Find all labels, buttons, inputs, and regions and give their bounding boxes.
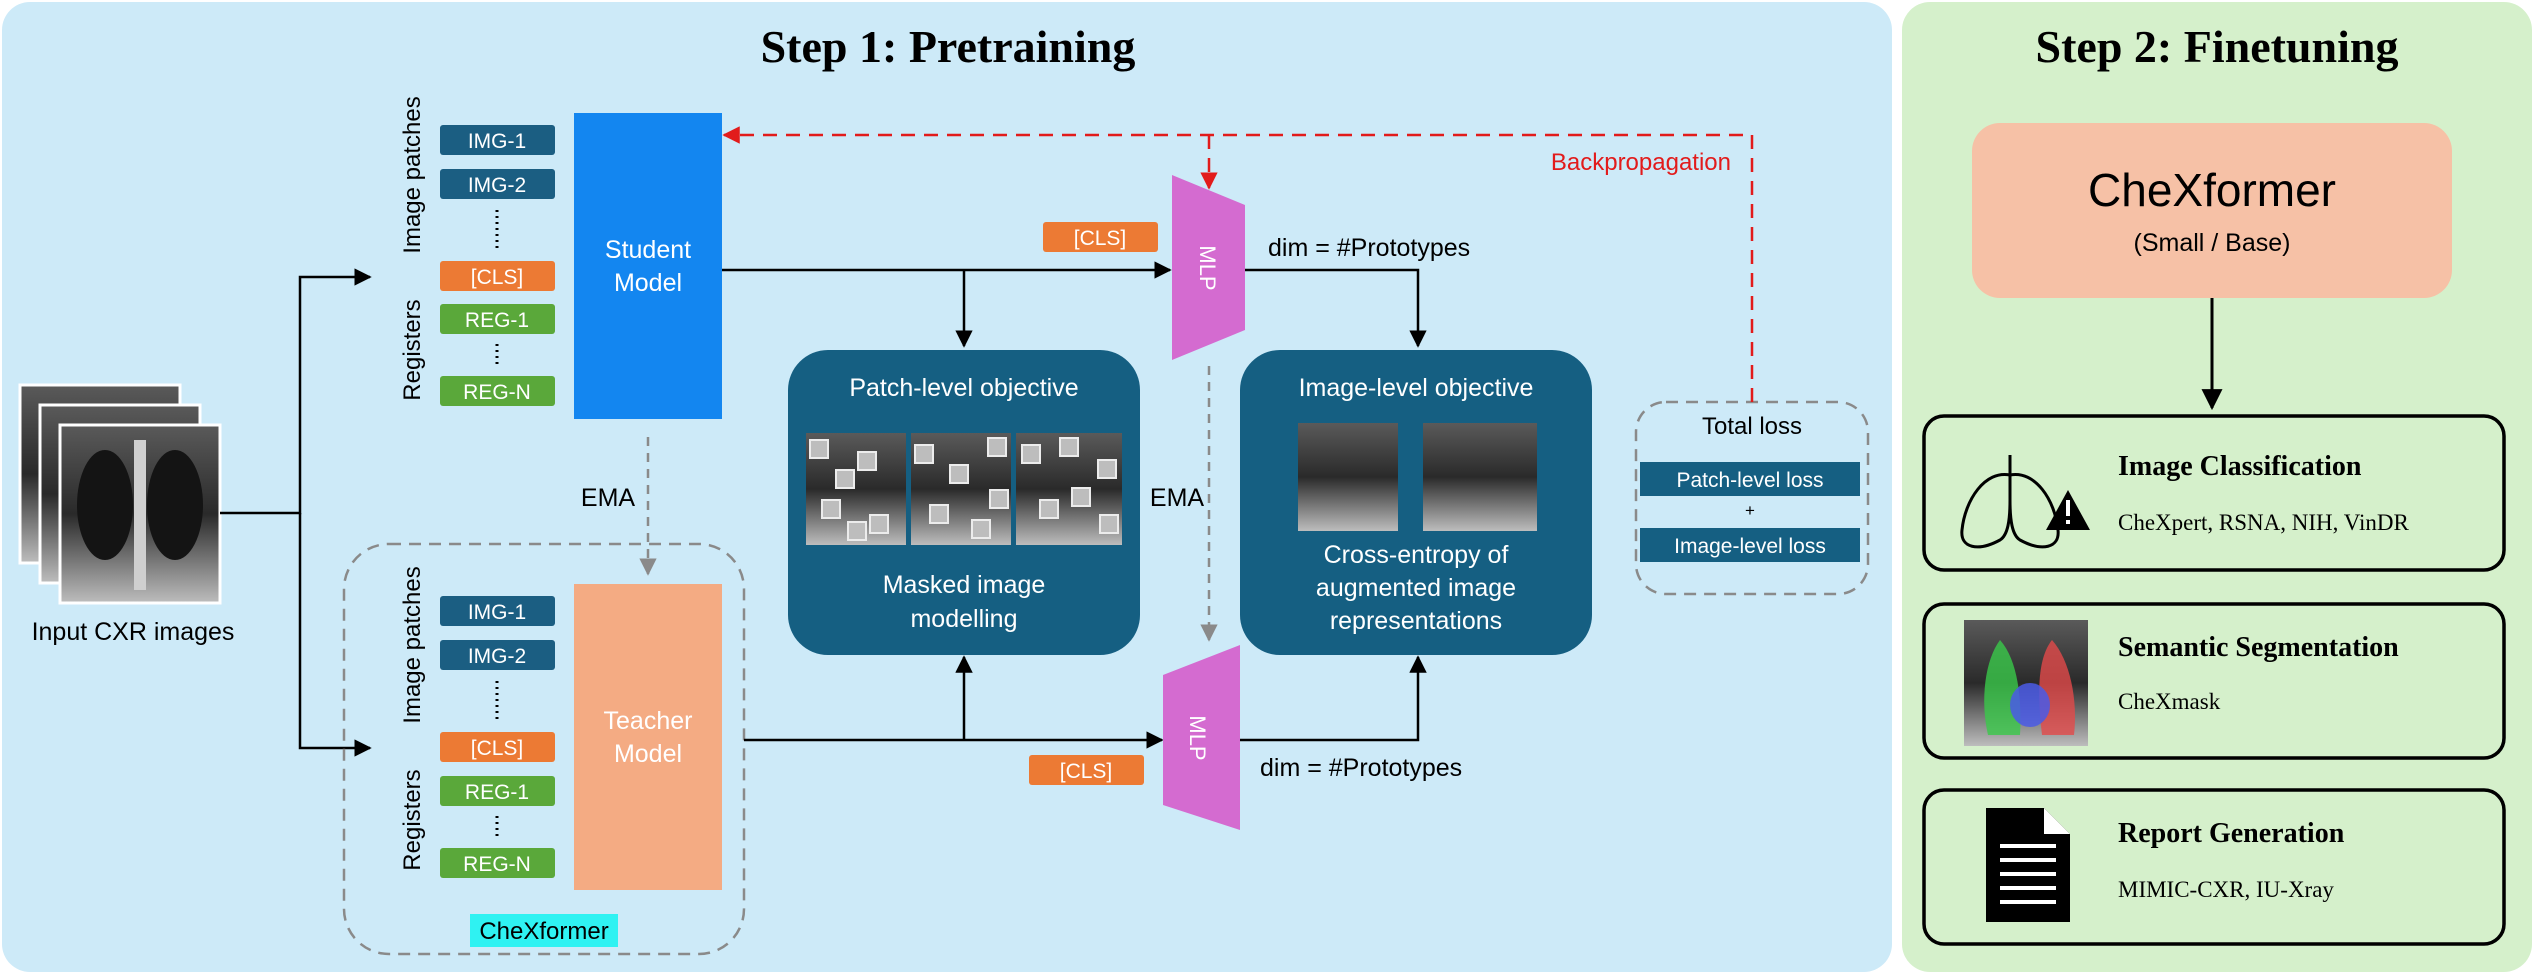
- student-token-img2: [440, 169, 555, 199]
- patch-level-loss: [1640, 462, 1860, 496]
- mlp-bottom-label: MLP: [1185, 715, 1210, 760]
- input-branch-arrows: [220, 268, 372, 757]
- task-image-classification: [1922, 414, 2506, 572]
- student-token-img1-label: IMG-1: [468, 130, 526, 153]
- augmented-xray-images: [1298, 423, 1537, 531]
- total-loss-plus: +: [1745, 501, 1755, 520]
- dim-label-bottom: dim = #Prototypes: [1260, 754, 1462, 782]
- teacher-group-registers: Registers: [399, 769, 426, 870]
- patch-objective-caption-1: Masked image: [883, 571, 1046, 599]
- teacher-token-reg1-label: REG-1: [465, 781, 529, 804]
- lungs-warning-icon: [1960, 455, 2090, 549]
- mlp-bottom: [1163, 645, 1240, 830]
- dim-label-top: dim = #Prototypes: [1268, 234, 1470, 262]
- student-model-label-1: Student: [605, 236, 691, 264]
- student-model-label-2: Model: [614, 269, 682, 297]
- task-report-generation-title: Report Generation: [2118, 818, 2345, 849]
- teacher-token-img1: [440, 596, 555, 626]
- masked-xray-images: [806, 433, 1122, 545]
- student-token-img2-label: IMG-2: [468, 174, 526, 197]
- chexformer-finetune-name: CheXformer: [2088, 164, 2336, 216]
- patch-objective-caption-2: modelling: [910, 605, 1017, 633]
- task-image-classification-title: Image Classification: [2118, 451, 2362, 482]
- student-token-cls-label: [CLS]: [471, 266, 524, 289]
- cls-tag-bottom-label: [CLS]: [1060, 760, 1113, 783]
- mlp-top-label: MLP: [1195, 245, 1220, 290]
- student-token-reg1: [440, 304, 555, 334]
- image-level-loss: [1640, 528, 1860, 562]
- task-semantic-segmentation: [1922, 602, 2506, 760]
- cls-tag-top: [1043, 222, 1158, 252]
- student-group-registers: Registers: [399, 299, 426, 400]
- mlp-top: [1172, 175, 1245, 360]
- cls-tag-top-label: [CLS]: [1074, 227, 1127, 250]
- chexformer-tag-label: CheXformer: [479, 918, 608, 945]
- ema-label-left: EMA: [581, 484, 636, 512]
- student-group-image-patches: Image patches: [399, 96, 426, 253]
- teacher-model-box: [574, 584, 722, 890]
- document-icon: [1986, 808, 2070, 922]
- step1-title: Step 1: Pretraining: [761, 21, 1136, 72]
- teacher-model-label-1: Teacher: [604, 707, 693, 735]
- backprop-arrows: [722, 126, 1754, 402]
- student-token-regn-label: REG-N: [463, 381, 531, 404]
- student-token-regn: [440, 376, 555, 406]
- image-objective-caption-1: Cross-entropy of: [1324, 541, 1509, 569]
- chexformer-finetune-box: [1972, 123, 2452, 298]
- image-objective-caption-3: representations: [1330, 607, 1502, 635]
- teacher-token-regn: [440, 848, 555, 878]
- student-flow-arrows: [722, 261, 1427, 348]
- step2-title: Step 2: Finetuning: [2036, 21, 2399, 72]
- patch-level-loss-label: Patch-level loss: [1676, 469, 1823, 492]
- chexformer-teacher-group: [342, 542, 746, 956]
- teacher-token-cls: [440, 732, 555, 762]
- task-report-generation: [1922, 788, 2506, 946]
- teacher-token-img1-label: IMG-1: [468, 601, 526, 624]
- total-loss-title: Total loss: [1702, 413, 1802, 440]
- teacher-token-img2-label: IMG-2: [468, 645, 526, 668]
- task-semantic-segmentation-datasets: CheXmask: [2118, 689, 2221, 714]
- task-image-classification-datasets: CheXpert, RSNA, NIH, VinDR: [2118, 510, 2409, 535]
- task-report-generation-datasets: MIMIC-CXR, IU-Xray: [2118, 877, 2334, 902]
- task-semantic-segmentation-title: Semantic Segmentation: [2118, 632, 2399, 663]
- student-token-reg1-label: REG-1: [465, 309, 529, 332]
- image-objective-caption-2: augmented image: [1316, 574, 1516, 602]
- chexformer-tag: [470, 914, 618, 947]
- input-xray-stack: [18, 383, 222, 605]
- chexformer-finetune-variant: (Small / Base): [2134, 229, 2291, 257]
- teacher-model-label-2: Model: [614, 740, 682, 768]
- teacher-token-regn-label: REG-N: [463, 853, 531, 876]
- teacher-token-reg1: [440, 776, 555, 806]
- student-token-img1: [440, 125, 555, 155]
- ema-label-middle: EMA: [1150, 484, 1205, 512]
- teacher-flow-arrows: [744, 655, 1427, 749]
- cls-tag-bottom: [1029, 755, 1144, 785]
- student-token-cls: [440, 261, 555, 291]
- segmentation-xray-icon: [1964, 620, 2088, 746]
- teacher-token-cls-label: [CLS]: [471, 737, 524, 760]
- teacher-token-img2: [440, 640, 555, 670]
- teacher-group-image-patches: Image patches: [399, 566, 426, 723]
- image-level-loss-label: Image-level loss: [1674, 535, 1826, 558]
- patch-objective-title: Patch-level objective: [849, 374, 1078, 402]
- student-model-box: [574, 113, 722, 419]
- image-objective-title: Image-level objective: [1299, 374, 1534, 402]
- input-label: Input CXR images: [32, 618, 235, 646]
- backprop-label: Backpropagation: [1551, 149, 1731, 176]
